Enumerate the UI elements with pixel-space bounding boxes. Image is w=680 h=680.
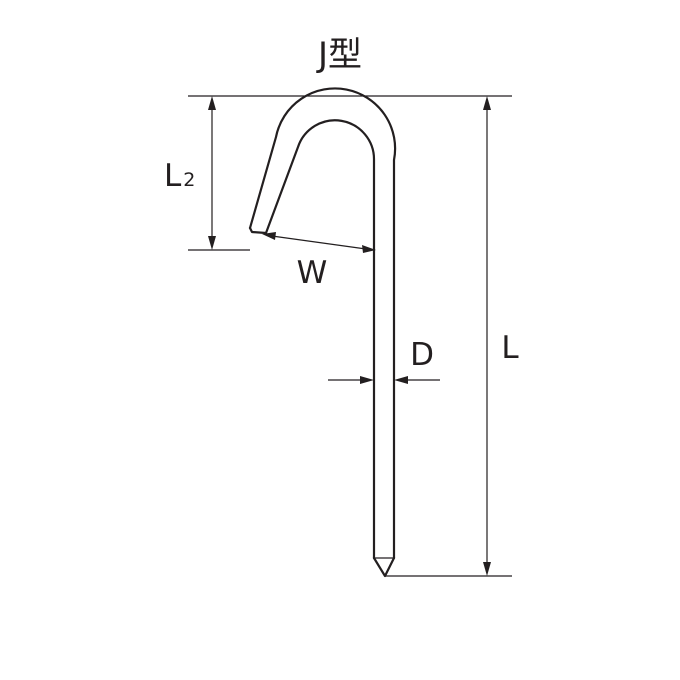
j-hook-shape	[248, 87, 397, 578]
hook-inner-contour	[264, 119, 376, 560]
hook-cut-tip	[248, 226, 268, 235]
d-arrow-left	[360, 376, 374, 384]
l2-arrow-top	[208, 96, 216, 110]
diagram-title: J型	[316, 35, 362, 75]
l2-label-main: L	[164, 158, 182, 194]
w-arrow-right	[362, 245, 376, 253]
l-label: L	[501, 330, 519, 366]
hook-pointed-end	[372, 556, 396, 578]
hook-outer-contour	[248, 87, 397, 560]
d-arrow-right	[394, 376, 408, 384]
l-arrow-bottom	[483, 562, 491, 576]
l2-label-subscript: 2	[183, 169, 195, 191]
w-dimension: W	[262, 232, 376, 291]
d-label: D	[410, 337, 434, 373]
w-dimension-line	[271, 235, 367, 250]
l-dimension: L	[483, 96, 519, 576]
w-label: W	[297, 255, 328, 291]
d-dimension: D	[328, 337, 440, 384]
l2-arrow-bottom	[208, 236, 216, 250]
w-arrow-left	[262, 232, 276, 240]
l-arrow-top	[483, 96, 491, 110]
